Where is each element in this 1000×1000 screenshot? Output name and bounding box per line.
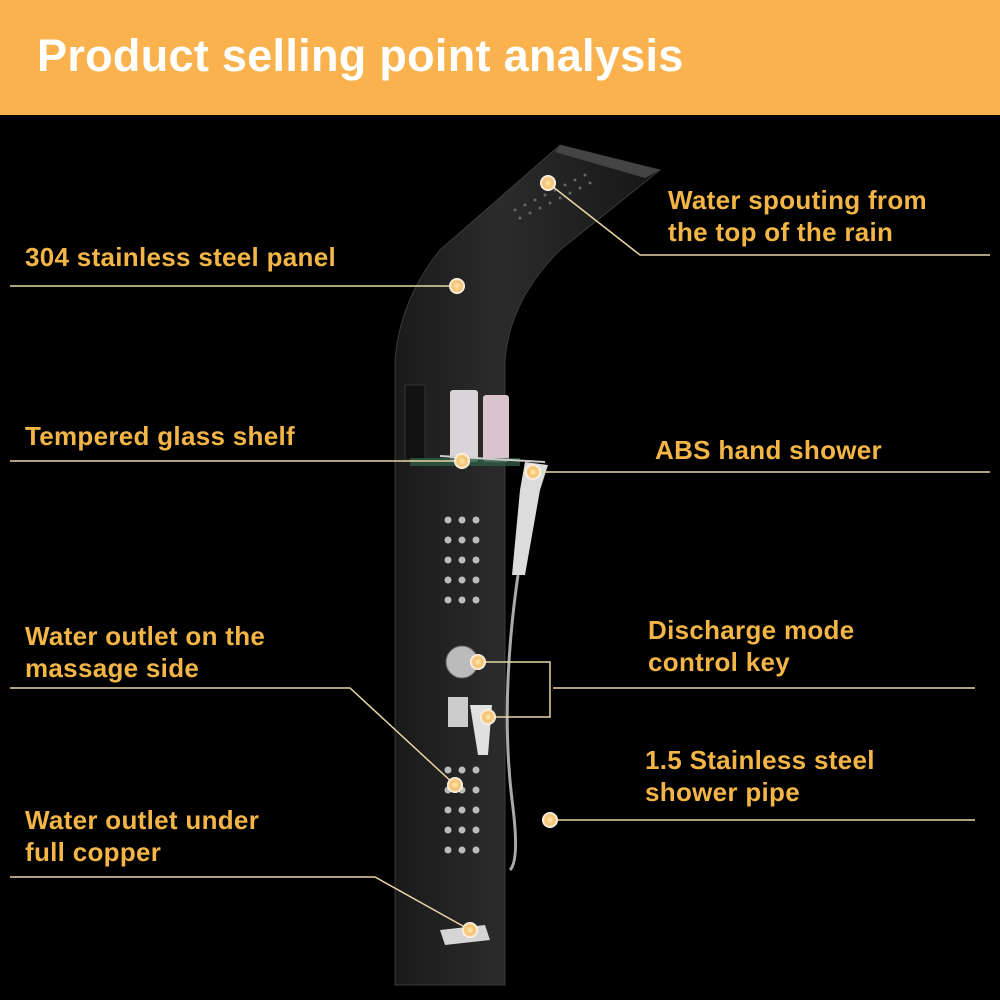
label-shelf: Tempered glass shelf	[25, 421, 295, 451]
label-control-line2: control key	[648, 647, 791, 677]
label-pipe: 1.5 Stainless steel shower pipe	[645, 744, 875, 808]
page-title: Product selling point analysis	[37, 30, 684, 81]
label-rain-line1: Water spouting from	[668, 185, 927, 215]
steel-panel	[394, 144, 662, 986]
label-control: Discharge mode control key	[648, 614, 855, 678]
mixer-handle	[448, 697, 468, 727]
label-hand-shower: ABS hand shower	[655, 435, 882, 465]
label-control-line1: Discharge mode	[648, 615, 855, 645]
leader-lines	[10, 182, 990, 931]
rain-nozzles	[513, 173, 592, 220]
label-rain: Water spouting from the top of the rain	[668, 184, 927, 248]
label-pipe-line1: 1.5 Stainless steel	[645, 745, 875, 775]
callout-dots	[447, 175, 558, 938]
label-massage: Water outlet on the massage side	[25, 620, 265, 684]
massage-jets	[444, 516, 480, 854]
label-rain-line2: the top of the rain	[668, 217, 894, 247]
label-massage-line2: massage side	[25, 653, 200, 683]
label-panel: 304 stainless steel panel	[25, 242, 337, 272]
label-copper-line1: Water outlet under	[25, 805, 260, 835]
label-copper: Water outlet under full copper	[25, 804, 259, 868]
header-banner: Product selling point analysis	[0, 0, 1000, 115]
label-pipe-line2: shower pipe	[645, 777, 800, 807]
label-massage-line1: Water outlet on the	[25, 621, 266, 651]
label-copper-line2: full copper	[25, 837, 162, 867]
